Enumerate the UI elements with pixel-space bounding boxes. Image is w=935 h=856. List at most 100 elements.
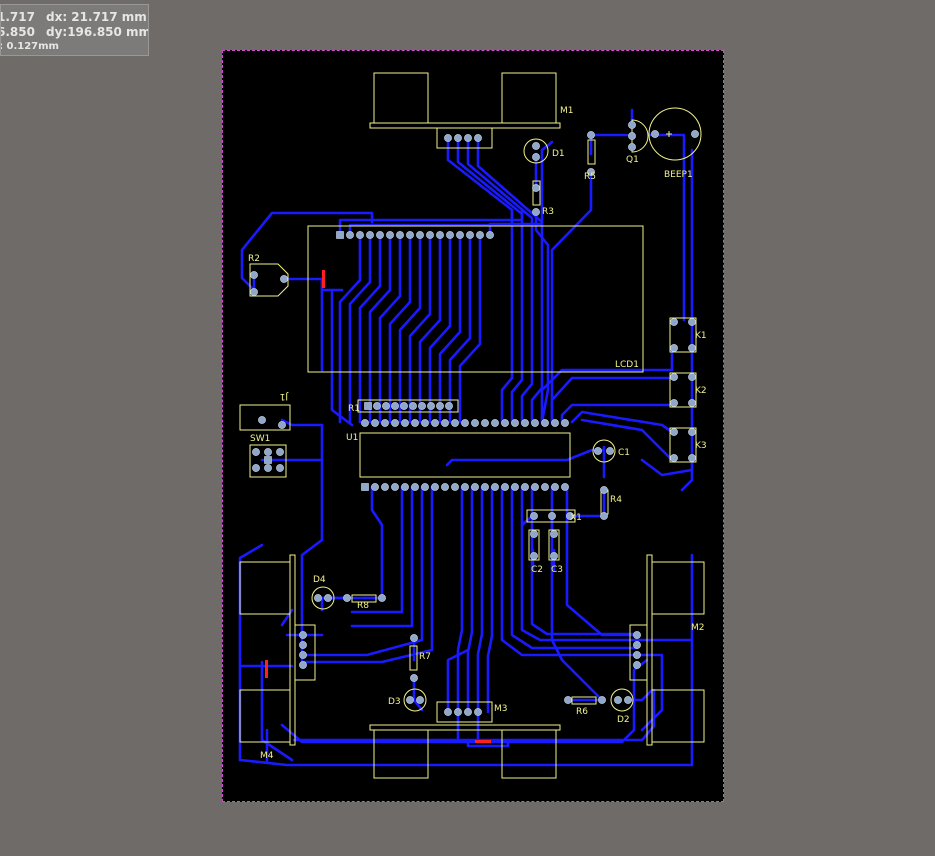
pad [391,402,399,410]
pad [624,696,632,704]
pad [431,483,439,491]
pad [550,530,558,538]
pad [670,344,678,352]
pad [651,130,659,138]
pad [541,419,549,427]
label-r8: R8 [357,601,369,611]
pad [264,448,272,456]
pad [530,512,538,520]
label-r1: R1 [348,404,360,414]
pad [628,121,636,129]
label-k1: K1 [695,331,707,341]
label-m1: M1 [560,106,574,116]
pad [614,696,622,704]
pad [550,552,558,560]
pad [532,142,540,150]
pad [276,448,284,456]
label-d1: D1 [552,149,565,159]
pad [532,208,540,216]
pad [491,419,499,427]
pad [373,402,381,410]
pad [299,641,307,649]
pad [486,231,494,239]
pad [444,708,452,716]
pad [461,483,469,491]
label-k2: K2 [695,386,707,396]
pad [670,428,678,436]
pad [466,231,474,239]
y-coordinate: 6.850 [0,25,35,39]
pad [431,419,439,427]
pad [688,454,696,462]
pad [566,512,574,520]
pad [299,661,307,669]
pad [378,594,386,602]
coordinate-readout: 1.717 dx: 21.717 mm 6.850 dy:196.850 mm … [0,4,149,56]
pad [670,454,678,462]
pcb-canvas[interactable]: M1 D1 Q1 BEEP1 R5 R3 R2 LCD1 K1 K2 K3 R1… [222,50,724,802]
pad [401,419,409,427]
pad [252,448,260,456]
pad [531,419,539,427]
pad [406,696,414,704]
pad [521,483,529,491]
label-u1: U1 [346,433,358,443]
pad [541,483,549,491]
pad [561,483,569,491]
pad [688,318,696,326]
pad [600,512,608,520]
pad [400,402,408,410]
pad [401,483,409,491]
label-m2: M2 [691,623,705,633]
pad [411,483,419,491]
label-r7: R7 [419,652,431,662]
pad [371,483,379,491]
label-r2: R2 [248,254,260,264]
pad [410,674,418,682]
label-r4: R4 [610,495,622,505]
pad [427,402,435,410]
silkscreen [239,72,705,779]
pad [280,275,288,283]
pad [426,231,434,239]
pad [361,419,369,427]
pad [346,231,354,239]
pad [688,344,696,352]
pad [530,552,538,560]
pad [476,231,484,239]
pad [299,651,307,659]
pad [406,231,414,239]
pad [376,231,384,239]
pad [464,134,472,142]
pad [521,419,529,427]
pad [409,402,417,410]
label-k3: K3 [695,441,707,451]
label-m3: M3 [494,704,508,714]
pad [386,231,394,239]
pad [391,483,399,491]
pad [461,419,469,427]
pad [445,402,453,410]
pad [628,143,636,151]
x-coordinate: 1.717 [0,10,35,24]
pad [633,641,641,649]
pad [548,512,556,520]
pad [264,464,272,472]
pad [532,153,540,161]
pad [276,464,284,472]
label-c3: C3 [551,565,563,575]
label-sw1: SW1 [250,434,270,444]
pad [531,483,539,491]
pad [364,402,372,410]
pad [633,651,641,659]
label-d2: D2 [617,715,630,725]
pad [371,419,379,427]
pad [382,402,390,410]
label-r6: R6 [576,707,588,717]
pad [464,708,472,716]
label-d4: D4 [313,575,326,585]
label-j1: J1 [280,391,289,401]
pad [606,447,614,455]
pad [688,428,696,436]
label-x1: X1 [570,513,582,523]
